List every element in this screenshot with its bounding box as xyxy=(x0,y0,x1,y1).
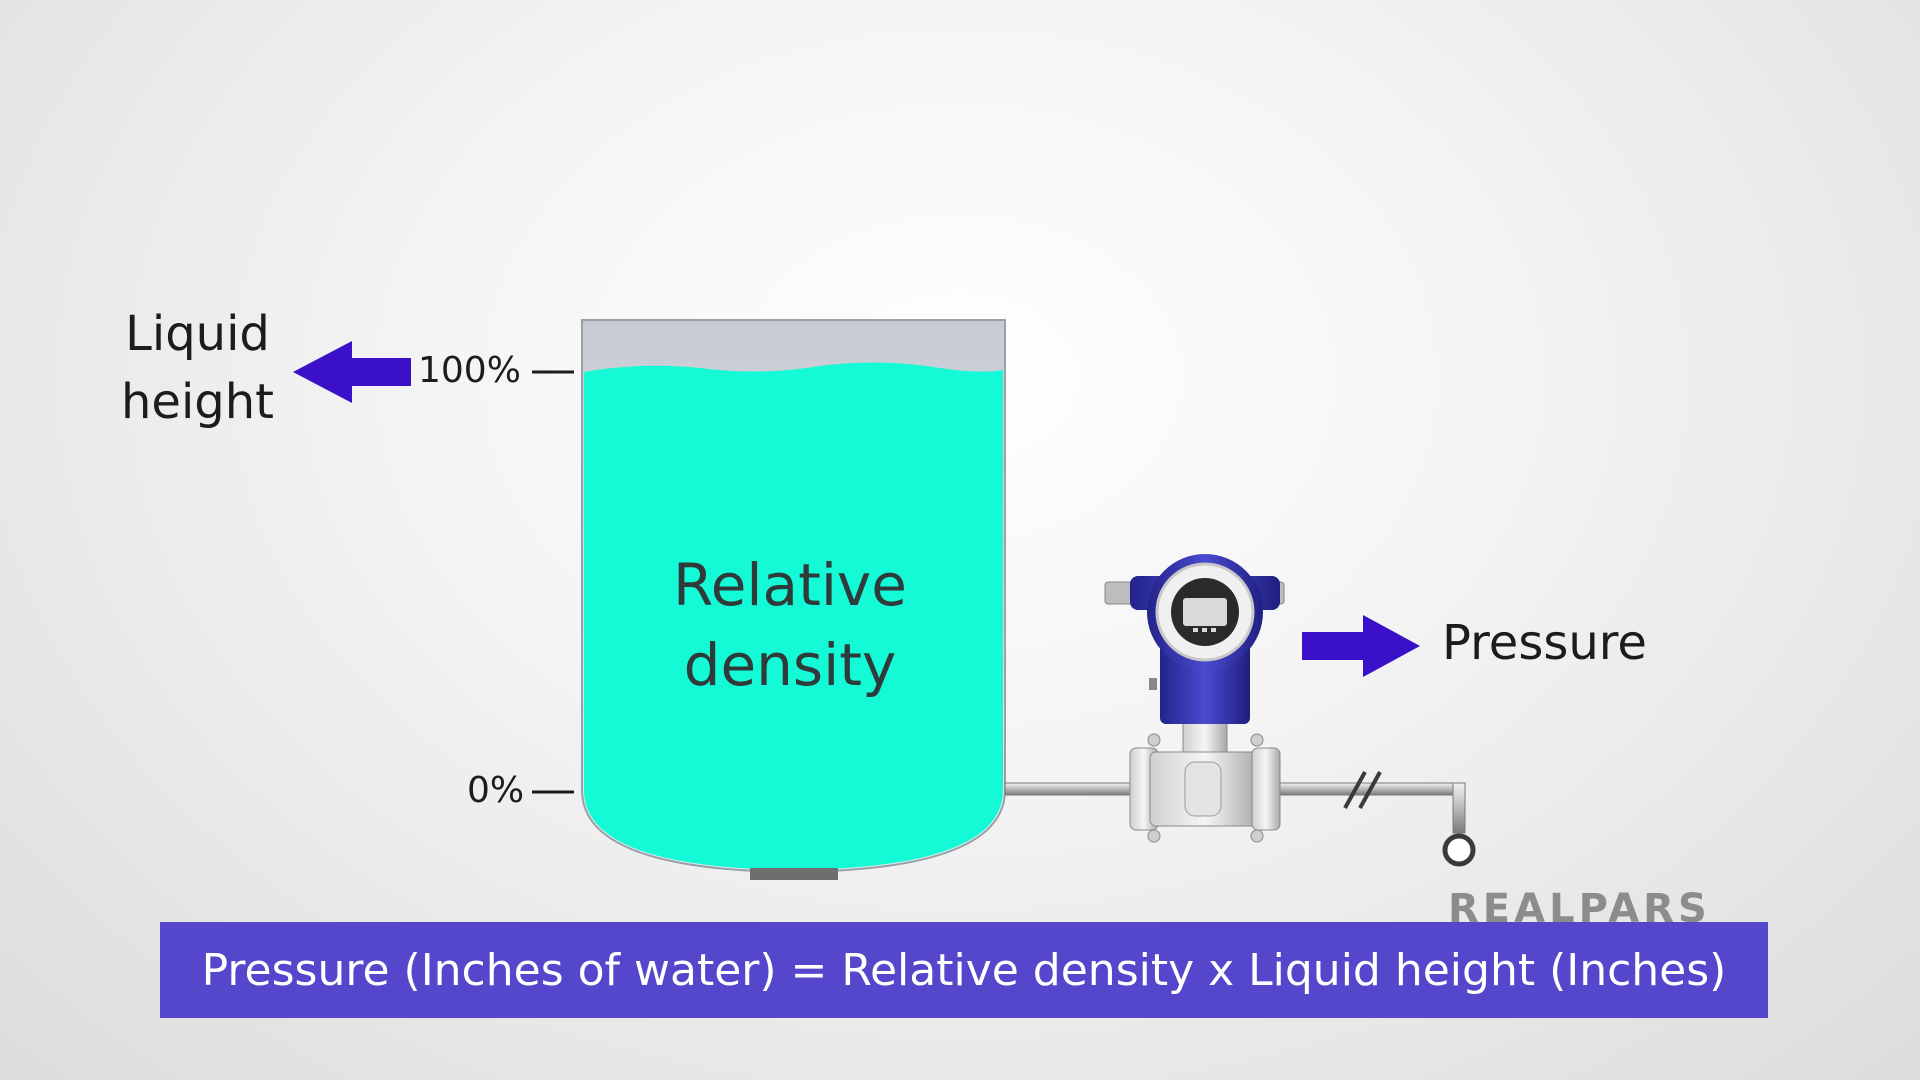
break-mark-2 xyxy=(1358,771,1382,809)
level-0-label: 0% xyxy=(467,770,525,811)
formula-text: Pressure (Inches of water) = Relative de… xyxy=(201,944,1727,996)
tank-drain xyxy=(750,868,838,880)
tank xyxy=(581,319,1006,880)
break-mark-1 xyxy=(1343,771,1367,809)
level-100-label: 100% xyxy=(418,350,521,391)
relative-density-line2: density xyxy=(683,631,897,699)
pressure-label: Pressure xyxy=(1442,615,1647,671)
relative-density-line1: Relative xyxy=(673,551,907,619)
relative-density-label: Relative density xyxy=(600,545,980,705)
liquid-height-label-line1: Liquid xyxy=(125,306,270,362)
pipe-vent xyxy=(1442,833,1476,867)
liquid-height-label-line2: height xyxy=(121,374,274,430)
sensor-flange-right xyxy=(1251,747,1281,831)
lcd-display xyxy=(1183,598,1227,626)
formula-bar: Pressure (Inches of water) = Relative de… xyxy=(160,922,1768,1018)
pressure-arrow xyxy=(1302,615,1420,677)
pressure-transmitter xyxy=(1104,554,1285,843)
liquid-height-arrow xyxy=(293,341,411,403)
liquid-height-label: Liquid height xyxy=(100,300,295,436)
tank-liquid xyxy=(584,362,1003,870)
